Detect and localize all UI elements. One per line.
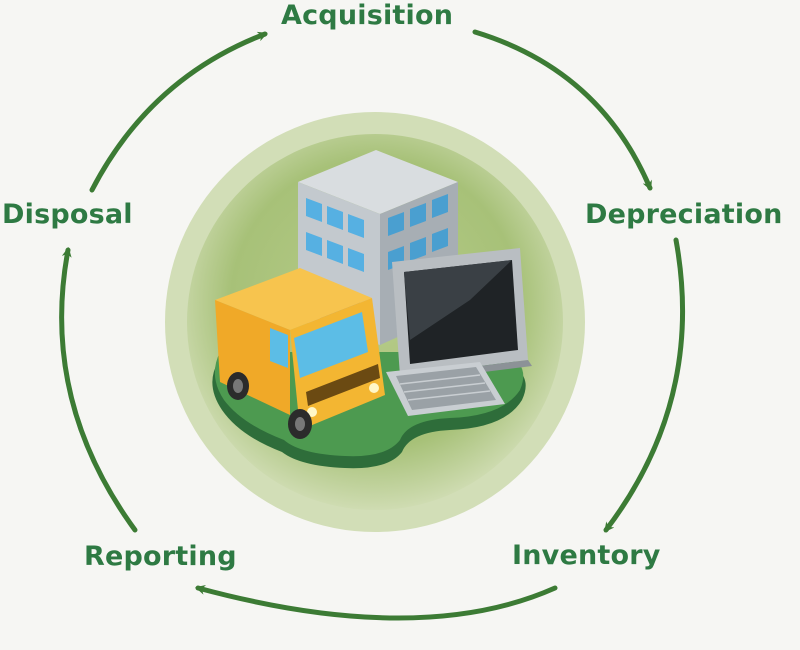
arrow-disposal-to-acquisition bbox=[89, 31, 268, 193]
stage-label-depreciation: Depreciation bbox=[585, 199, 783, 230]
arrow-reporting-to-disposal bbox=[59, 247, 138, 533]
arrow-depreciation-to-inventory bbox=[603, 237, 686, 533]
keyboard-icon bbox=[386, 362, 505, 416]
delivery-van-icon bbox=[215, 268, 385, 439]
arrow-acquisition-to-depreciation bbox=[472, 29, 653, 191]
stage-label-disposal: Disposal bbox=[2, 199, 133, 230]
arrow-inventory-to-reporting bbox=[195, 584, 558, 621]
stage-label-reporting: Reporting bbox=[84, 541, 237, 572]
computer-monitor-icon bbox=[392, 248, 532, 382]
stage-label-acquisition: Acquisition bbox=[281, 0, 454, 31]
stage-label-inventory: Inventory bbox=[512, 540, 661, 571]
